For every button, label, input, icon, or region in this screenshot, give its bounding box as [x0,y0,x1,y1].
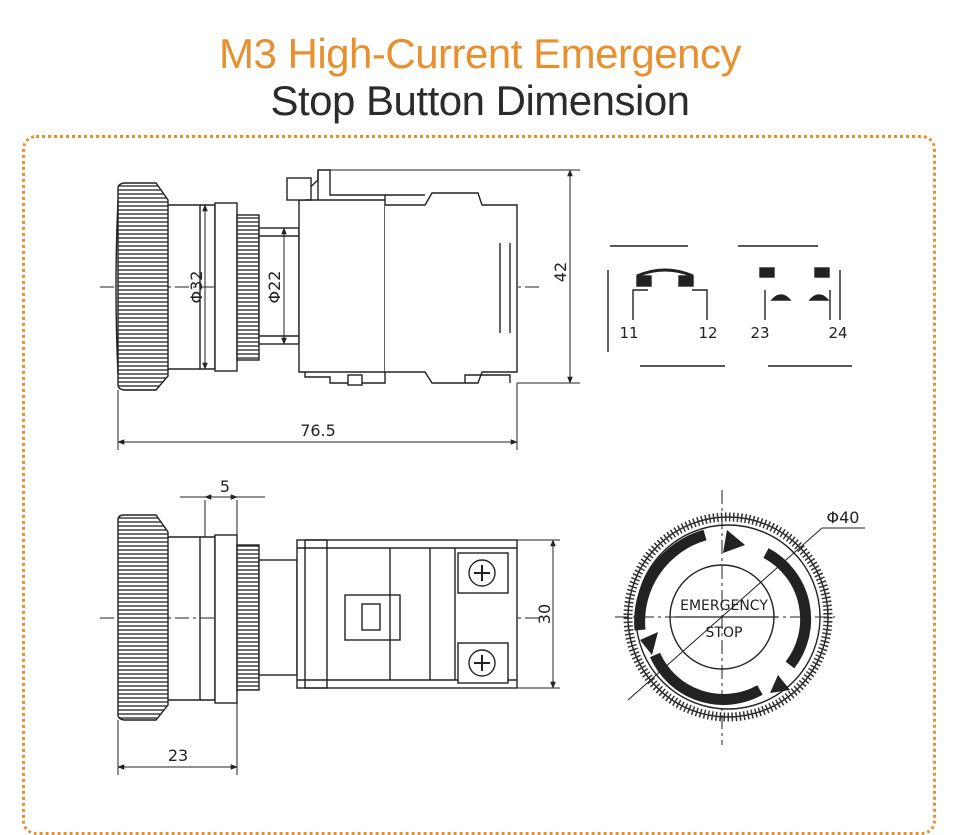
dim-height-top: 42 [551,262,570,282]
dim-length-side: 23 [168,746,188,765]
contact-block [385,192,518,384]
screw-terminal-bottom [468,649,496,677]
title-line-1: M3 High-Current Emergency [218,30,742,77]
title-line-2: Stop Button Dimension [270,77,690,124]
rotation-arrow-2 [763,548,812,669]
face-label-emergency: EMERGENCY [680,598,768,614]
face-view [615,490,865,745]
dim-dia-body: Φ22 [265,271,284,304]
mushroom-head [117,182,169,391]
nc-contact-left [636,275,652,287]
top-view [100,169,580,450]
dim-height-side: 30 [535,604,554,624]
no-contact-right [814,267,830,278]
rotation-arrow-1 [634,529,707,631]
head-neck [168,204,201,370]
knurled-collar [236,214,260,361]
face-label-stop: STOP [706,625,743,641]
side-view [100,494,560,775]
contact-symbols [607,245,852,367]
side-mushroom-head [117,514,169,721]
dimension-drawing: Φ32 Φ22 42 76.5 11 12 23 24 [100,169,865,775]
terminal-12: 12 [698,324,717,342]
terminal-23: 23 [750,324,769,342]
dim-length-top: 76.5 [300,421,336,440]
dim-offset-side: 5 [220,477,230,496]
title-block: M3 High-Current Emergency Stop Button Di… [0,30,960,124]
terminal-11: 11 [619,324,638,342]
terminal-24: 24 [828,324,847,342]
dim-dia-face: Φ40 [827,508,860,527]
face-knurl [623,512,833,722]
dim-dia-head: Φ32 [187,271,206,304]
screw-terminal-top [468,559,496,587]
nc-contact-right [678,275,694,287]
contact-body [298,169,386,384]
threaded-sleeve [258,227,300,345]
no-contact-left [759,267,775,278]
